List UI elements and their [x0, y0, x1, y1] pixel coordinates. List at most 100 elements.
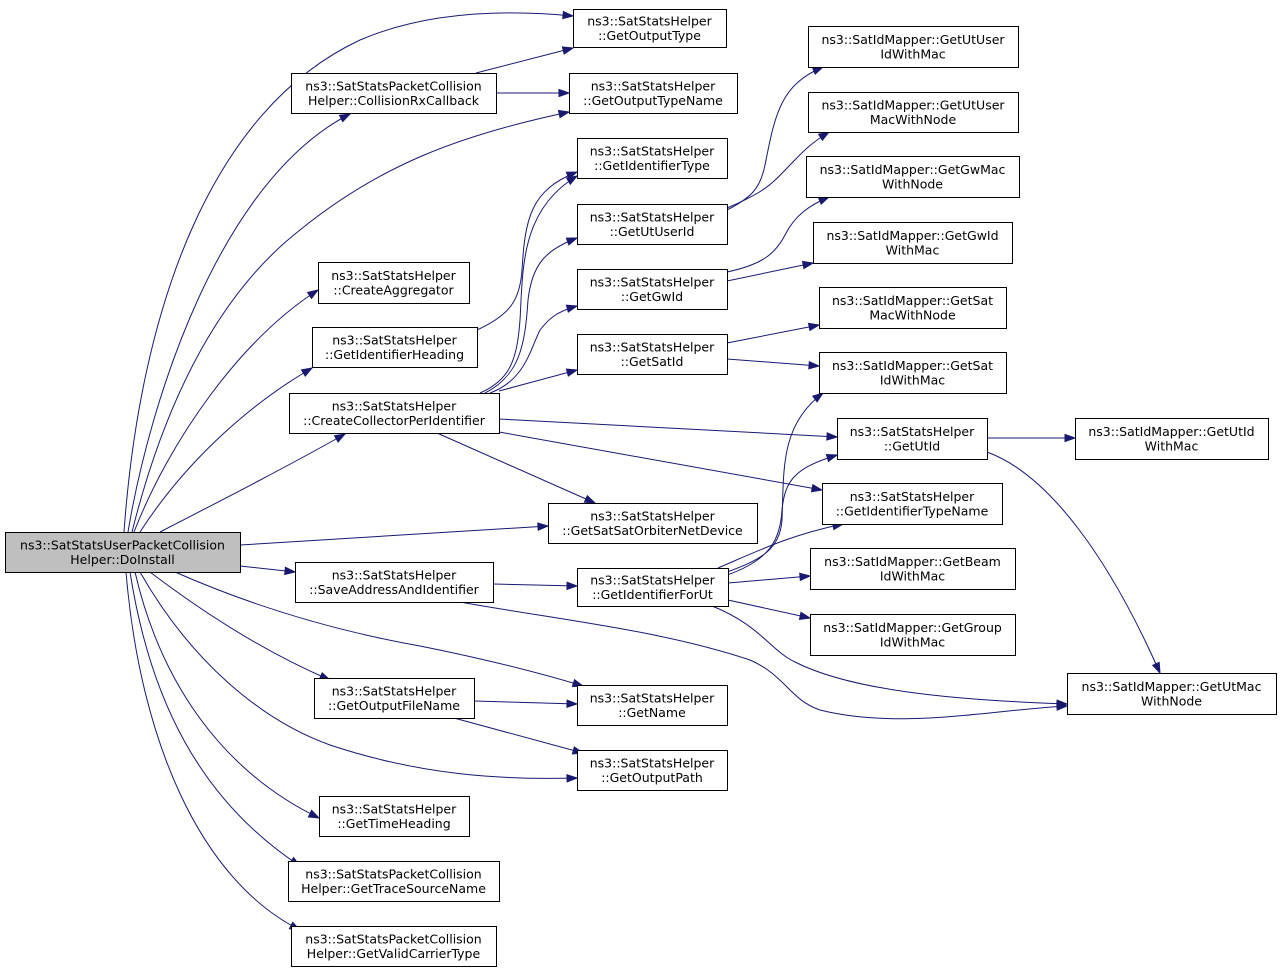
node-label-line: WithMac	[1145, 438, 1199, 453]
edge-line	[453, 717, 584, 754]
edge-arrowhead	[825, 453, 839, 463]
node-label-line: ::GetIdentifierType	[594, 158, 710, 173]
node-label-line: ns3::SatStatsPacketCollision	[305, 931, 481, 946]
edge-arrowhead	[799, 572, 812, 582]
node-label-line: ::GetOutputPath	[601, 770, 703, 785]
edge-line	[125, 571, 301, 931]
edge-arrowhead	[1151, 661, 1161, 675]
node-getName[interactable]: ns3::SatStatsHelper::GetName	[577, 685, 728, 726]
node-box	[806, 156, 1020, 198]
node-getIdentifierForUt[interactable]: ns3::SatStatsHelper::GetIdentifierForUt	[577, 568, 729, 607]
node-label-line: ::CreateAggregator	[333, 282, 454, 297]
node-getTimeHeading[interactable]: ns3::SatStatsHelper::GetTimeHeading	[319, 796, 470, 837]
node-getIdentifierType[interactable]: ns3::SatStatsHelper::GetIdentifierType	[577, 138, 728, 179]
node-getIdentifierHeading[interactable]: ns3::SatStatsHelper::GetIdentifierHeadin…	[312, 327, 478, 368]
node-getOutputPath[interactable]: ns3::SatStatsHelper::GetOutputPath	[577, 750, 728, 791]
node-label-line: ::CreateCollectorPerIdentifier	[303, 413, 486, 428]
node-label-line: ns3::SatStatsPacketCollision	[305, 866, 481, 881]
node-box	[819, 287, 1007, 329]
edge-getOutputFileName-to-getName	[473, 699, 579, 708]
edge-line	[476, 171, 578, 331]
node-getIdentifierTypeName[interactable]: ns3::SatStatsHelper::GetIdentifierTypeNa…	[822, 483, 1003, 525]
edge-arrowhead	[811, 66, 825, 76]
node-label-line: ns3::SatIdMapper::GetUtUser	[821, 97, 1005, 112]
node-getSatId[interactable]: ns3::SatStatsHelper::GetSatId	[577, 334, 728, 375]
node-label-line: ns3::SatStatsHelper	[590, 339, 715, 354]
node-label-line: ns3::SatIdMapper::GetBeam	[824, 554, 1001, 569]
edge-line	[726, 454, 838, 576]
node-label-line: ns3::SatStatsHelper	[332, 398, 457, 413]
node-label-line: Helper::GetValidCarrierType	[307, 946, 481, 961]
node-getOutputTypeName[interactable]: ns3::SatStatsHelper::GetOutputTypeName	[569, 73, 738, 114]
edge-line	[159, 433, 346, 533]
edge-arrowhead	[566, 774, 579, 783]
node-box	[577, 269, 728, 310]
node-label-line: MacWithNode	[869, 307, 956, 322]
edge-createCollectorPerIdentifier-to-getGwId	[489, 304, 579, 394]
node-box	[289, 393, 500, 434]
edge-line	[726, 66, 824, 211]
edge-line	[484, 237, 578, 394]
node-getSatSatOrbiterNetDevice[interactable]: ns3::SatStatsHelper::GetSatSatOrbiterNet…	[548, 503, 758, 544]
edge-arrowhead	[807, 322, 821, 332]
edge-arrowhead	[565, 175, 579, 186]
edge-line	[134, 571, 320, 819]
node-label-line: ::GetOutputTypeName	[583, 93, 723, 108]
node-getUtId[interactable]: ns3::SatStatsHelper::GetUtId	[837, 418, 988, 460]
node-label-line: ns3::SatIdMapper::GetUtMac	[1082, 679, 1262, 694]
node-getGwId[interactable]: ns3::SatStatsHelper::GetGwId	[577, 269, 728, 310]
edge-arrowhead	[300, 367, 314, 377]
edge-line	[711, 605, 1068, 705]
node-getValidCarrierType[interactable]: ns3::SatStatsPacketCollisionHelper::GetV…	[291, 926, 497, 967]
edge-getOutputFileName-to-getOutputPath	[453, 717, 585, 755]
node-label-line: Helper::CollisionRxCallback	[308, 93, 480, 108]
edge-createCollectorPerIdentifier-to-getUtId	[498, 418, 839, 441]
node-label-line: ns3::SatStatsHelper	[590, 209, 715, 224]
edge-arrowhead	[1064, 433, 1077, 443]
node-box	[577, 138, 728, 179]
node-createAggregator[interactable]: ns3::SatStatsHelper::CreateAggregator	[318, 262, 470, 304]
node-getUtUserId[interactable]: ns3::SatStatsHelper::GetUtUserId	[577, 204, 728, 245]
node-box	[837, 418, 988, 460]
edge-line	[475, 47, 574, 74]
edge-line	[492, 583, 578, 587]
node-box	[1075, 418, 1269, 460]
node-getTraceSourceName[interactable]: ns3::SatStatsPacketCollisionHelper::GetT…	[288, 861, 500, 902]
node-getOutputType[interactable]: ns3::SatStatsHelper::GetOutputType	[573, 9, 727, 48]
node-root[interactable]: ns3::SatStatsUserPacketCollisionHelper::…	[5, 532, 241, 573]
node-label-line: ns3::SatStatsHelper	[590, 143, 715, 158]
edge-arrowhead	[801, 260, 815, 270]
edge-line	[473, 700, 578, 705]
edge-getUtUserId-to-mapUtUserMacWithNode	[726, 131, 831, 209]
edge-root-to-getOutputTypeName	[131, 109, 571, 533]
node-label-line: ns3::SatStatsHelper	[332, 801, 457, 816]
node-createCollectorPerIdentifier[interactable]: ns3::SatStatsHelper::CreateCollectorPerI…	[289, 393, 500, 434]
edge-arrowhead	[1056, 699, 1069, 708]
edge-getIdentifierForUt-to-mapUtMacWithNode	[711, 605, 1069, 708]
node-box	[295, 562, 494, 603]
node-label-line: ::GetIdentifierHeading	[325, 347, 464, 362]
edge-arrowhead	[565, 237, 579, 246]
node-getOutputFileName[interactable]: ns3::SatStatsHelper::GetOutputFileName	[314, 678, 475, 719]
edge-line	[131, 111, 570, 533]
node-collisionRxCallback[interactable]: ns3::SatStatsPacketCollisionHelper::Coll…	[291, 73, 497, 114]
edge-root-to-getTimeHeading	[134, 571, 321, 819]
node-saveAddressAndIdentifier[interactable]: ns3::SatStatsHelper::SaveAddressAndIdent…	[295, 562, 494, 603]
edge-root-to-getIdentifierHeading	[139, 367, 314, 533]
edge-saveAddressAndIdentifier-to-getIdentifierForUt	[492, 581, 579, 591]
node-label-line: ns3::SatStatsHelper	[850, 424, 975, 439]
edge-line	[726, 196, 830, 273]
node-label-line: ns3::SatStatsHelper	[590, 755, 715, 770]
edge-arrowhead	[565, 368, 579, 377]
